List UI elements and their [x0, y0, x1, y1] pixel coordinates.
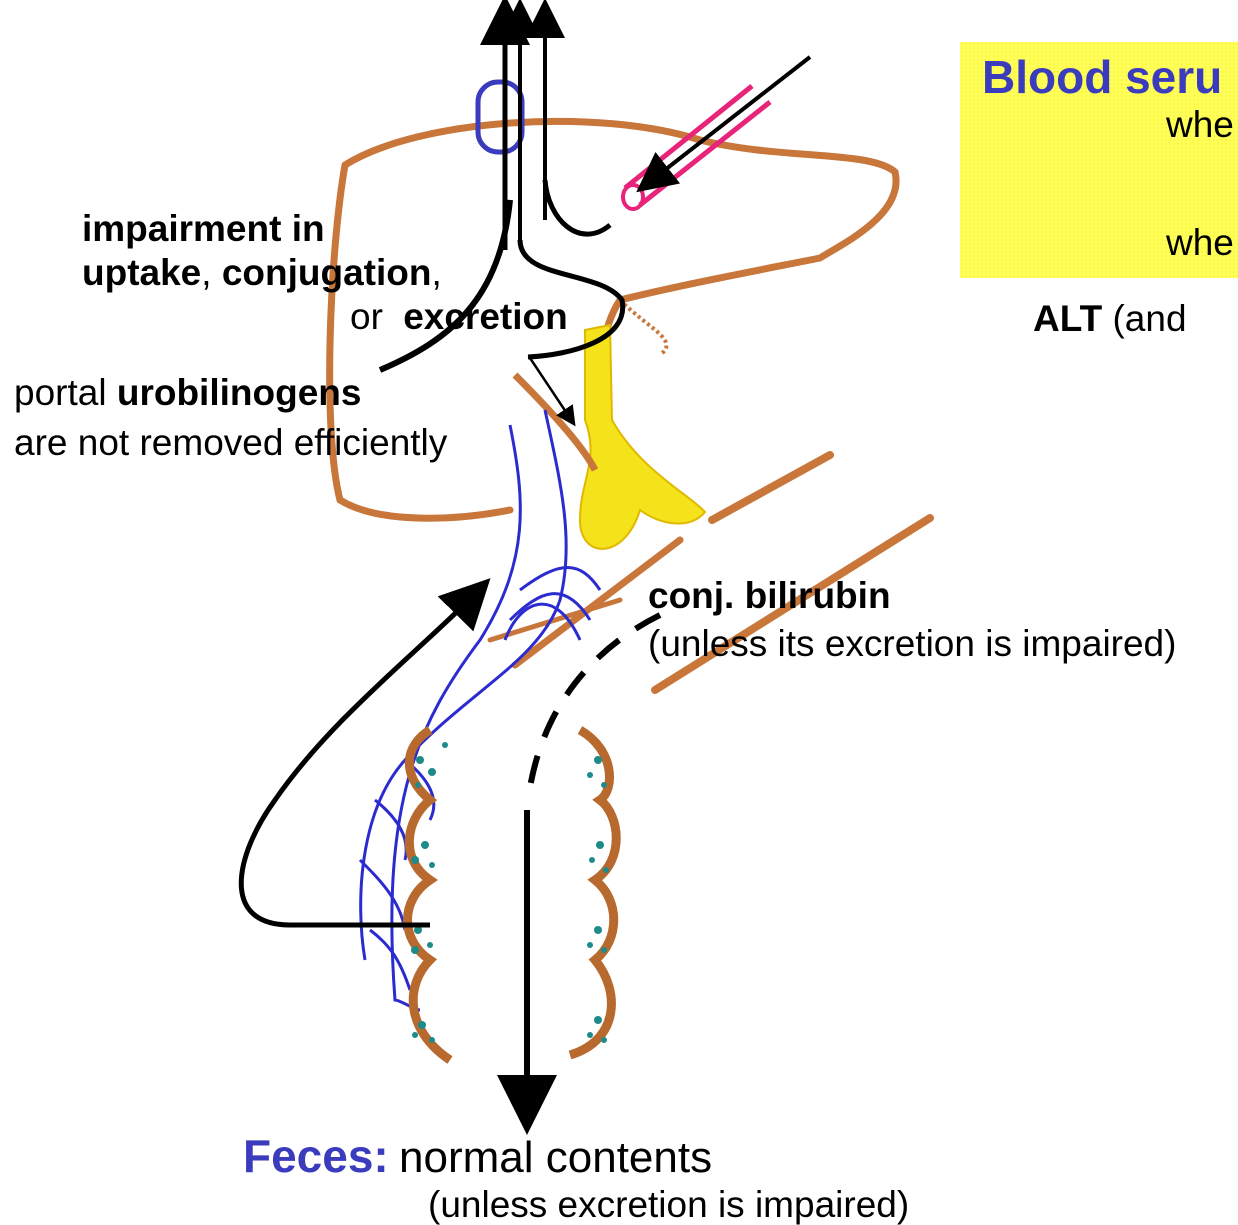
arrow-artery-in: [652, 57, 810, 180]
conj-bilirubin-note: (unless its excretion is impaired): [648, 625, 1176, 662]
vena-cava: [478, 82, 522, 152]
intestine-left-wall: [408, 730, 451, 1060]
liver-lobe-lower: [620, 300, 666, 355]
alt-label: ALT (and: [1033, 300, 1187, 337]
portal-veins: [360, 410, 600, 1010]
feces-heading: Feces:: [243, 1130, 389, 1182]
feces-normal-contents: normal contents: [399, 1133, 712, 1182]
gallbladder: [580, 325, 705, 549]
enterohepatic-arrow: [241, 596, 473, 925]
conj-bilirubin-label: conj. bilirubin: [648, 577, 891, 614]
conjugation-text: conjugation: [222, 252, 432, 293]
hepatic-artery-end: [623, 185, 643, 209]
portal-urobilinogens-label: portal urobilinogens: [14, 374, 361, 411]
feces-label: Feces: normal contents: [243, 1133, 712, 1180]
portal-text: portal: [14, 372, 117, 413]
impairment-line-2: uptake, conjugation,: [82, 254, 442, 291]
feces-note: (unless excretion is impaired): [428, 1186, 909, 1223]
comma-2: ,: [431, 252, 441, 293]
not-removed-label: are not removed efficiently: [14, 424, 447, 461]
alt-abbrev: ALT: [1033, 298, 1102, 339]
blood-serum-heading: Blood seru: [982, 54, 1222, 100]
alt-suffix: (and: [1102, 298, 1186, 339]
stomach-line-1: [712, 455, 830, 520]
right-hook-curve: [545, 180, 610, 234]
urobilinogens-text: urobilinogens: [117, 372, 362, 413]
comma-1: ,: [201, 252, 222, 293]
impairment-line-1: impairment in: [82, 210, 325, 247]
blood-serum-box: Blood seru whe whe: [960, 42, 1238, 278]
serum-line-2: whe: [1166, 224, 1234, 261]
or-text: or: [350, 296, 383, 337]
uptake-text: uptake: [82, 252, 201, 293]
impairment-line-3: or excretion: [350, 298, 568, 335]
excretion-text: excretion: [403, 296, 568, 337]
serum-line-1: whe: [1166, 106, 1234, 143]
intestine-right-wall: [570, 730, 616, 1055]
